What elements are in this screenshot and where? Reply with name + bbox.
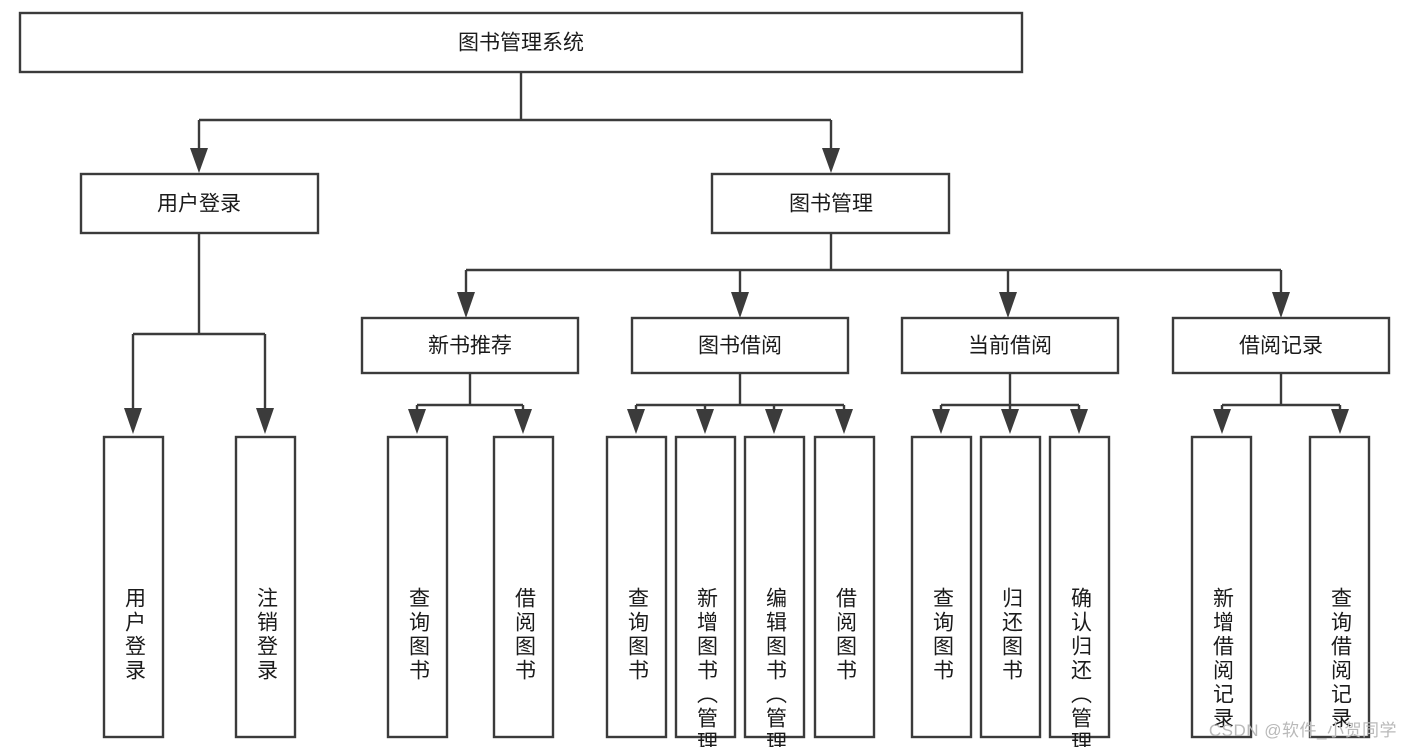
node-leaf-query-book-2-box[interactable] <box>605 435 668 739</box>
arrow-head-leaf-add-record <box>1213 409 1231 434</box>
node-current-borrow[interactable]: 当前借阅 <box>900 316 1120 375</box>
connector-layer <box>124 72 1349 434</box>
node-leaf-return-book-label: 归还图书 <box>1000 587 1024 683</box>
node-leaf-borrow-book-2-box[interactable] <box>813 435 876 739</box>
node-leaf-edit-book-box[interactable] <box>743 435 806 739</box>
node-leaf-query-book-3[interactable]: 查询图书 <box>910 435 973 739</box>
node-borrow-record[interactable]: 借阅记录 <box>1171 316 1391 375</box>
node-book-management-box[interactable] <box>710 172 951 235</box>
arrow-head-leaf-confirm-return <box>1070 409 1088 434</box>
node-leaf-query-record-box[interactable] <box>1308 435 1371 739</box>
node-root-label: 图书管理系统 <box>458 32 584 55</box>
node-leaf-query-book-2[interactable]: 查询图书 <box>605 435 668 739</box>
arrow-head-leaf-borrow-book-2 <box>835 409 853 434</box>
node-book-borrow-label: 图书借阅 <box>698 335 782 358</box>
node-root-box[interactable] <box>18 11 1024 74</box>
node-leaf-add-record[interactable]: 新增借阅记录 <box>1190 435 1253 739</box>
arrow-head-leaf-add-book <box>696 409 714 434</box>
arrow-head-book-management <box>822 148 840 173</box>
node-user-login[interactable]: 用户登录 <box>79 172 320 235</box>
node-root[interactable]: 图书管理系统 <box>18 11 1024 74</box>
node-book-borrow[interactable]: 图书借阅 <box>630 316 850 375</box>
node-current-borrow-label: 当前借阅 <box>968 335 1052 358</box>
node-leaf-query-record[interactable]: 查询借阅记录 <box>1308 435 1371 739</box>
node-leaf-query-book-1[interactable]: 查询图书 <box>386 435 449 739</box>
node-leaf-borrow-book-1-label: 借阅图书 <box>513 587 537 683</box>
node-user-login-label: 用户登录 <box>157 193 241 216</box>
node-leaf-logout-login-box[interactable] <box>234 435 297 739</box>
node-leaf-add-book-box[interactable] <box>674 435 737 739</box>
node-leaf-query-record-label: 查询借阅记录 <box>1329 587 1353 731</box>
node-new-book-recommend[interactable]: 新书推荐 <box>360 316 580 375</box>
arrow-head-leaf-query-book-2 <box>627 409 645 434</box>
arrow-head-leaf-return-book <box>1001 409 1019 434</box>
node-leaf-borrow-book-1[interactable]: 借阅图书 <box>492 435 555 739</box>
node-leaf-confirm-return-label: 确认归还（管理员） <box>1069 587 1093 747</box>
node-leaf-return-book-box[interactable] <box>979 435 1042 739</box>
node-leaf-return-book[interactable]: 归还图书 <box>979 435 1042 739</box>
node-leaf-user-login-box[interactable] <box>102 435 165 739</box>
node-user-login-box[interactable] <box>79 172 320 235</box>
arrow-head-current-borrow <box>999 292 1017 318</box>
arrow-head-leaf-edit-book <box>765 409 783 434</box>
node-leaf-add-book[interactable]: 新增图书（管理员） <box>674 435 737 747</box>
node-borrow-record-box[interactable] <box>1171 316 1391 375</box>
node-leaf-user-login[interactable]: 用户登录 <box>102 435 165 739</box>
node-leaf-borrow-book-2[interactable]: 借阅图书 <box>813 435 876 739</box>
arrow-head-leaf-query-book-3 <box>932 409 950 434</box>
node-book-management[interactable]: 图书管理 <box>710 172 951 235</box>
csdn-watermark: CSDN @软件_小贺同学 <box>1208 721 1397 740</box>
node-leaf-add-record-label: 新增借阅记录 <box>1211 587 1235 731</box>
node-leaf-edit-book[interactable]: 编辑图书（管理员） <box>743 435 806 747</box>
arrow-head-leaf-borrow-book-1 <box>514 409 532 434</box>
node-leaf-borrow-book-2-label: 借阅图书 <box>834 587 858 683</box>
arrow-head-user-login <box>190 148 208 173</box>
node-leaf-confirm-return-box[interactable] <box>1048 435 1111 739</box>
node-borrow-record-label: 借阅记录 <box>1239 335 1323 358</box>
node-leaf-edit-book-label: 编辑图书（管理员） <box>764 587 788 747</box>
node-leaf-borrow-book-1-box[interactable] <box>492 435 555 739</box>
node-new-book-recommend-box[interactable] <box>360 316 580 375</box>
arrow-head-borrow-record <box>1272 292 1290 318</box>
node-leaf-query-book-3-label: 查询图书 <box>931 587 955 683</box>
node-leaf-query-book-3-box[interactable] <box>910 435 973 739</box>
node-book-borrow-box[interactable] <box>630 316 850 375</box>
node-leaf-add-book-label: 新增图书（管理员） <box>695 587 719 747</box>
node-leaf-query-book-2-label: 查询图书 <box>626 587 650 683</box>
arrow-head-leaf-query-record <box>1331 409 1349 434</box>
node-book-management-label: 图书管理 <box>789 193 873 216</box>
arrow-head-leaf-user-login <box>124 408 142 434</box>
node-leaf-add-record-box[interactable] <box>1190 435 1253 739</box>
node-leaf-confirm-return[interactable]: 确认归还（管理员） <box>1048 435 1111 747</box>
arrow-head-leaf-logout-login <box>256 408 274 434</box>
node-leaf-query-book-1-label: 查询图书 <box>407 587 431 683</box>
node-new-book-recommend-label: 新书推荐 <box>428 335 512 358</box>
arrow-head-book-borrow <box>731 292 749 318</box>
node-leaf-query-book-1-box[interactable] <box>386 435 449 739</box>
node-leaf-logout-login-label: 注销登录 <box>255 587 279 683</box>
node-leaf-user-login-label: 用户登录 <box>123 587 147 683</box>
arrow-head-leaf-query-book-1 <box>408 409 426 434</box>
node-current-borrow-box[interactable] <box>900 316 1120 375</box>
node-leaf-logout-login[interactable]: 注销登录 <box>234 435 297 739</box>
arrow-head-new-book-recommend <box>457 292 475 318</box>
